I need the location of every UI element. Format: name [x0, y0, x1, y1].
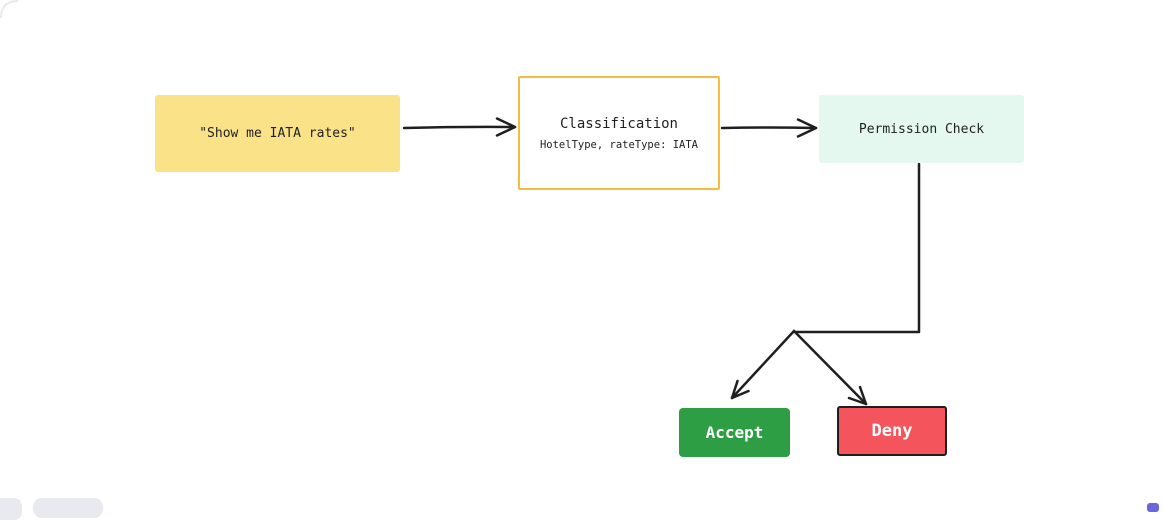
arrow-branch-to-accept[interactable] [730, 329, 796, 400]
connector-permission-elbow[interactable] [792, 162, 921, 334]
node-user-query-label: "Show me IATA rates" [199, 126, 356, 141]
canvas-corner-curve [0, 0, 19, 19]
node-accept[interactable]: Accept [679, 408, 790, 457]
bottom-left-toolbar-group[interactable] [33, 498, 103, 518]
node-deny[interactable]: Deny [837, 406, 947, 456]
node-accept-label: Accept [705, 423, 764, 442]
node-user-query[interactable]: "Show me IATA rates" [155, 95, 400, 172]
arrow-classification-to-permission[interactable] [720, 118, 818, 138]
node-permission-check-label: Permission Check [858, 121, 985, 137]
node-classification-subtitle: HotelType, rateType: IATA [539, 138, 699, 151]
node-classification-title: Classification [559, 115, 678, 132]
bottom-left-toolbar-button[interactable] [0, 498, 22, 520]
node-deny-label: Deny [871, 421, 913, 441]
arrow-query-to-classification[interactable] [402, 117, 517, 137]
node-permission-check[interactable]: Permission Check [819, 95, 1024, 163]
arrow-branch-to-deny[interactable] [792, 329, 868, 406]
node-classification[interactable]: Classification HotelType, rateType: IATA [518, 76, 720, 190]
